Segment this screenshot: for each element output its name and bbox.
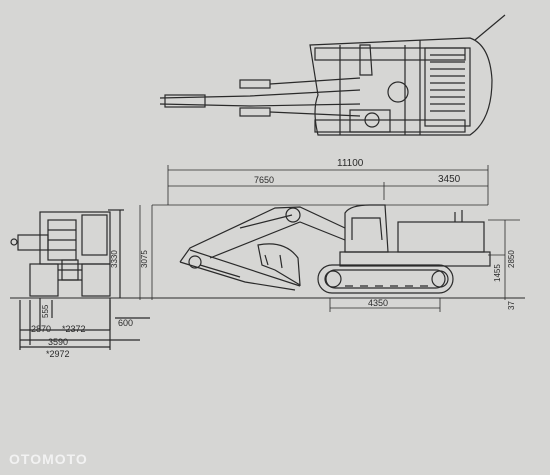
dim-front-clearance: 555 — [41, 304, 50, 318]
dim-front-section: 7650 — [254, 175, 274, 185]
dim-cab-height: 2850 — [507, 250, 516, 268]
dim-front-height: 3330 — [110, 250, 119, 268]
dim-track-length: 4350 — [368, 298, 388, 308]
dim-height: 3075 — [140, 250, 149, 268]
dim-overall-width: 3590 — [48, 337, 68, 347]
dim-shoe-width: 600 — [118, 318, 133, 328]
dim-rear-section: 3450 — [438, 174, 461, 185]
top-view — [159, 14, 506, 136]
dim-ground-clearance: 37 — [507, 301, 516, 310]
dim-track-gauge-alt: *2372 — [62, 324, 86, 334]
dim-overall-width-alt: *2972 — [46, 349, 70, 359]
side-view — [10, 204, 525, 299]
dim-track-gauge: 2870 — [31, 324, 51, 334]
dim-overall-length: 11100 — [337, 158, 364, 169]
dim-counterweight-clearance: 1455 — [493, 264, 502, 282]
watermark-logo: OTOMOTO — [9, 451, 88, 467]
front-view — [10, 209, 150, 350]
dimension-lines — [139, 165, 520, 312]
